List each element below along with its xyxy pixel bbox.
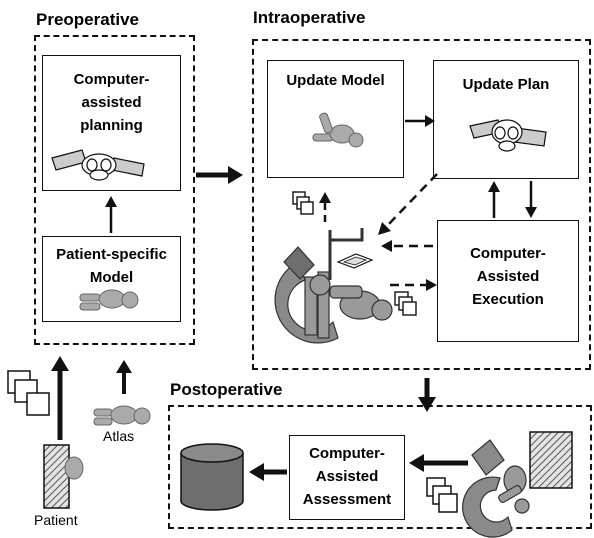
arrow-plan-to-execution (525, 181, 537, 218)
assessment-label-2: Assisted (315, 468, 379, 485)
patient-model-label-1: Patient-specific (56, 246, 167, 263)
body-icon-patient-model (79, 289, 139, 311)
update-model-box: Update Model (267, 60, 404, 178)
body-icon-atlas (93, 405, 151, 426)
arrow-model-to-planning (105, 196, 117, 233)
patient-label: Patient (34, 512, 78, 528)
execution-box: Computer- Assisted Execution (437, 220, 579, 342)
robot-c-arm-icon (274, 228, 393, 344)
vertebra-icon-planning (51, 149, 145, 181)
scanner-icon (462, 431, 573, 538)
intraoperative-region (252, 39, 591, 370)
postoperative-title: Postoperative (170, 380, 283, 399)
update-plan-label: Update Plan (462, 76, 550, 93)
atlas-label: Atlas (103, 428, 135, 444)
intraoperative-title: Intraoperative (253, 8, 366, 27)
arrow-assessment-to-database (249, 463, 287, 481)
planning-label-1: Computer- (73, 71, 150, 88)
assessment-box: Computer- Assisted Assessment (289, 435, 405, 520)
arrow-atlas-to-preop (116, 360, 132, 394)
arrow-plan-to-robot-dashed (378, 173, 438, 235)
arrow-execution-to-robot-dashed (381, 240, 433, 252)
preoperative-title: Preoperative (36, 10, 139, 29)
arrow-robot-to-execution-dashed (390, 279, 437, 291)
assessment-label-1: Computer- (309, 445, 385, 462)
update-model-label: Update Model (286, 72, 385, 89)
arrow-scanner-to-assessment (409, 454, 468, 472)
arrow-preop-to-intraop (196, 166, 243, 184)
planning-label-3: planning (80, 117, 143, 134)
patient-figure-icon (43, 444, 84, 509)
planning-box: Computer- assisted planning (42, 55, 181, 191)
planning-label-2: assisted (81, 94, 142, 111)
execution-label-2: Assisted (476, 268, 540, 285)
arrow-intraop-to-postop (418, 378, 436, 412)
vertebra-icon-update-plan (469, 119, 547, 152)
image-stack-icon-patient (7, 370, 50, 416)
arrow-images-to-update-model-dashed (319, 192, 331, 222)
database-icon (180, 443, 244, 511)
body-icon-update-model (312, 112, 364, 148)
postoperative-region (168, 405, 592, 529)
patient-model-label-2: Model (89, 269, 134, 286)
image-stack-icon-execution (394, 291, 417, 316)
execution-label-3: Execution (472, 291, 544, 308)
image-stack-icon-update (292, 191, 314, 215)
arrow-update-model-to-plan (405, 115, 435, 127)
execution-label-1: Computer- (470, 245, 546, 262)
preoperative-region (34, 35, 195, 345)
arrow-patient-to-preop (51, 356, 69, 440)
arrow-execution-to-plan (488, 181, 500, 218)
assessment-label-3: Assessment (302, 491, 392, 508)
image-stack-icon-postop (426, 477, 458, 513)
